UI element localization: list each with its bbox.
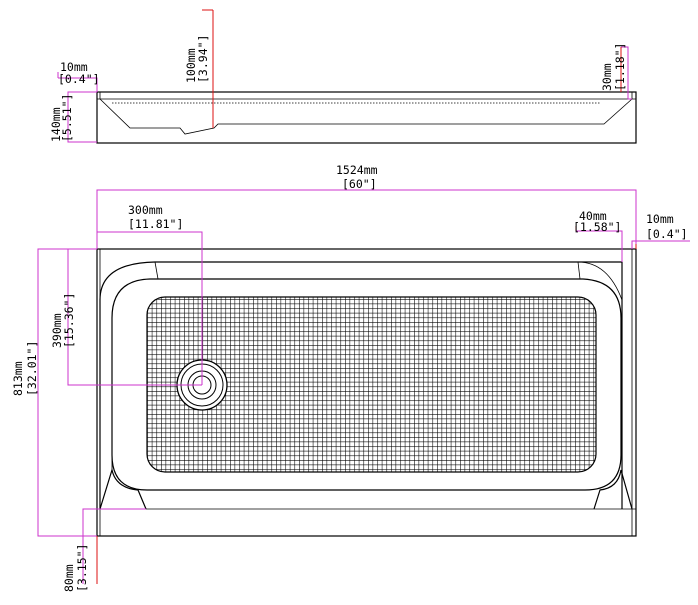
dim-flange-width-mm: 10mm [646,212,674,226]
dim-width-inch: [32.01"] [25,341,39,396]
dim-rim-width: 40mm [1.58"] [573,209,623,262]
dim-lip-width-mm: 10mm [60,60,88,74]
top-view: 1524mm [60"] 300mm [11.81"] 40mm [1.58"]… [11,163,690,592]
dim-rim-width-mm: 40mm [579,209,607,223]
dim-drain-y-inch: [15.36"] [62,293,76,348]
dim-total-height-mm: 140mm [49,107,63,142]
dim-flange-width: 10mm [0.4"] [631,212,690,249]
corner-seat-right [593,469,633,510]
corner-seat-left [99,467,147,510]
dim-edge-height-mm: 30mm [600,63,614,91]
dim-length-inch: [60"] [342,177,377,191]
dim-front-threshold-inch: [3.15"] [75,544,89,592]
dim-length: 1524mm [60"] [96,163,637,249]
dim-rim-width-inch: [1.58"] [573,220,621,234]
dim-width-mm: 813mm [11,361,25,396]
dim-drain-x-inch: [11.81"] [128,217,183,231]
dim-lip-width: 10mm [0.4"] [57,60,100,92]
rim-outer [99,261,623,509]
dim-drain-x-mm: 300mm [128,203,163,217]
side-view-outline [96,91,637,144]
rim-inner [111,278,622,491]
dim-drain-y-mm: 390mm [50,313,64,348]
dim-drain-offset-inch: [3.94"] [196,35,210,83]
dim-total-height-inch: [5.51"] [60,94,74,142]
dim-width: 813mm [32.01"] [11,248,97,537]
dim-length-mm: 1524mm [336,163,378,177]
dim-total-height: 140mm [5.51"] [49,91,97,143]
dim-drain-offset: 100mm [3.94"] [184,9,214,128]
dim-lip-width-inch: [0.4"] [58,72,100,86]
tray-outline [96,248,637,537]
dim-drain-offset-mm: 100mm [184,48,198,83]
basin-profile [99,98,633,135]
dim-edge-height-inch: [1.18"] [613,43,627,91]
dim-drain-x: 300mm [11.81"] [97,203,203,385]
side-view: 10mm [0.4"] 140mm [5.51"] 100mm [3.94"] … [49,9,637,144]
dim-front-threshold-mm: 80mm [62,564,76,592]
dim-flange-width-inch: [0.4"] [646,227,688,241]
dim-edge-height: 30mm [1.18"] [600,43,632,100]
dim-front-threshold: 80mm [3.15"] [62,508,146,592]
